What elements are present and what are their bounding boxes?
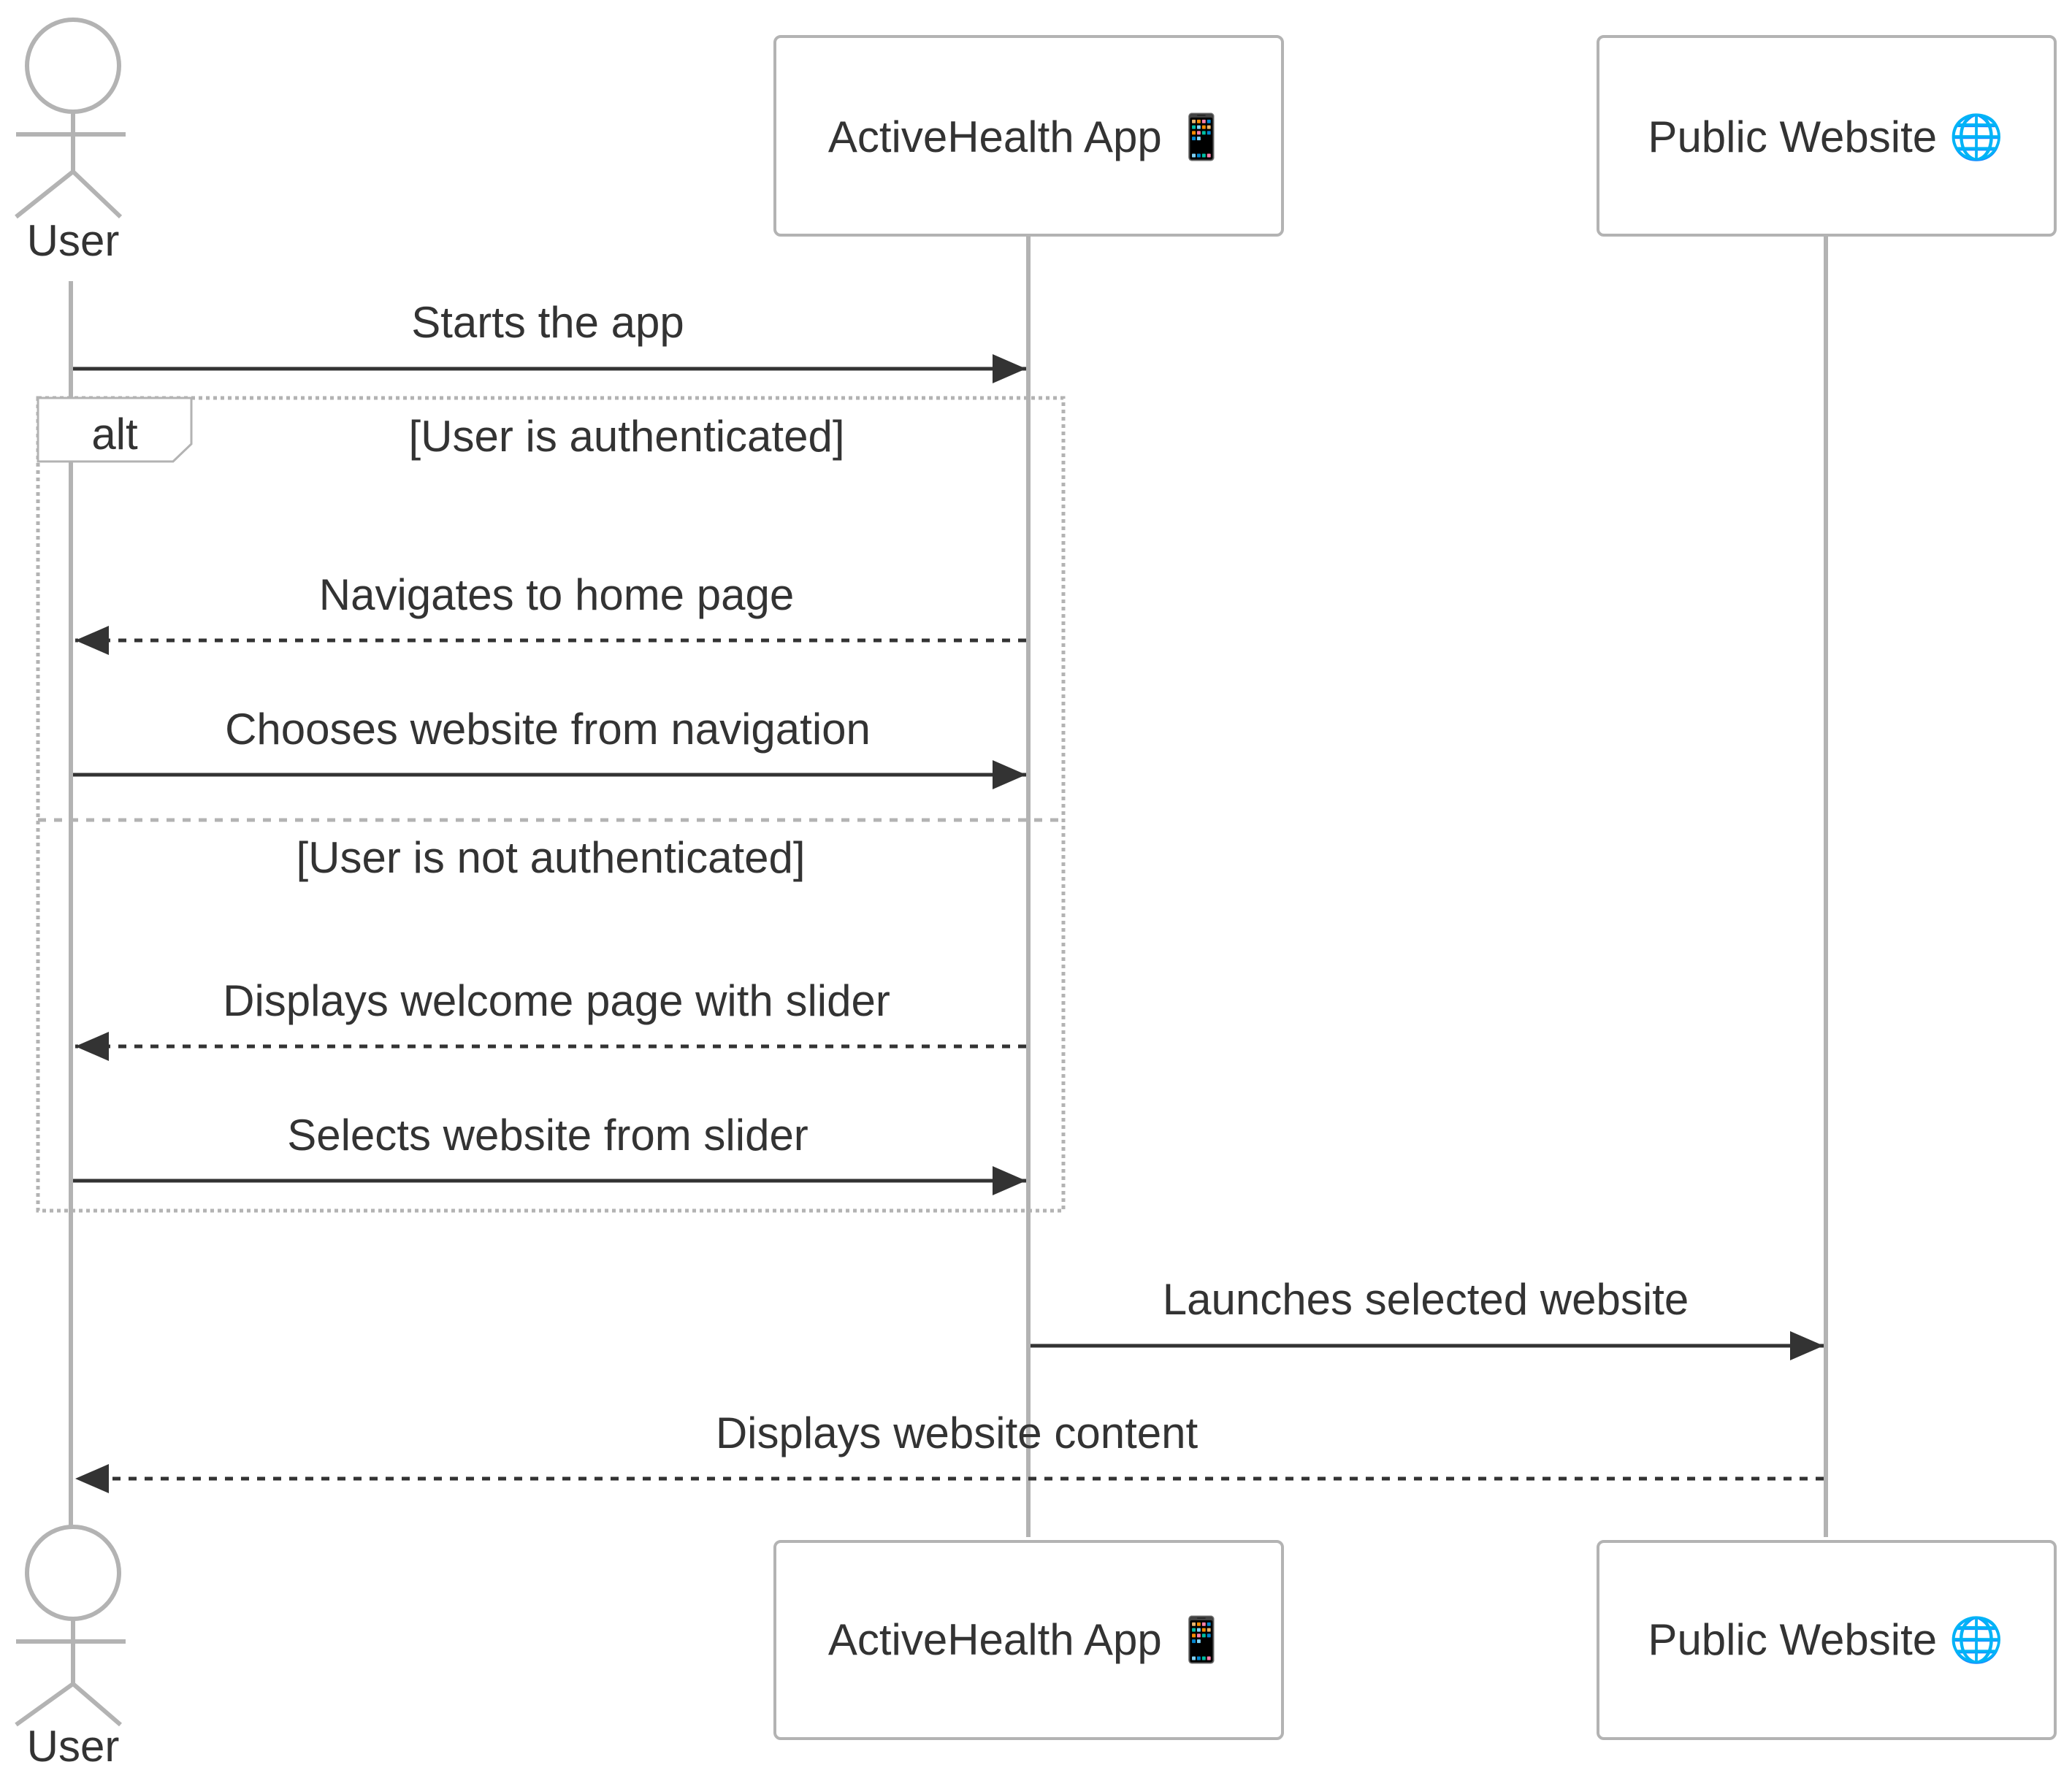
alt-fragment-tab: [37, 396, 193, 463]
user-actor-bottom: [15, 1525, 126, 1727]
globe-icon: 🌐: [1949, 1614, 2004, 1665]
alt-condition-not-authenticated: [User is not authenticated]: [296, 833, 805, 882]
message-launches-selected-website: Launches selected website: [1031, 1275, 1824, 1360]
app-name: ActiveHealth App: [828, 1615, 1162, 1664]
message-displays-website-content: Displays website content: [75, 1409, 1824, 1493]
message-label: Displays welcome page with slider: [223, 976, 890, 1025]
app-participant-label-top: ActiveHealth App 📱: [828, 112, 1228, 162]
user-label-bottom: User: [27, 1722, 120, 1770]
app-participant-box-top: [773, 35, 1284, 237]
message-label: Chooses website from navigation: [225, 705, 871, 754]
message-label: Launches selected website: [1163, 1275, 1689, 1324]
message-label: Selects website from slider: [287, 1111, 808, 1160]
message-label: Starts the app: [411, 298, 684, 347]
message-navigates-to-home-page: Navigates to home page: [75, 570, 1026, 655]
message-chooses-website-from-navigation: Chooses website from navigation: [73, 705, 1026, 789]
web-participant-box-bottom: [1597, 1540, 2057, 1740]
mobile-phone-icon: 📱: [1174, 1614, 1228, 1665]
web-participant-box-top: [1597, 35, 2057, 237]
user-label-top: User: [27, 216, 120, 265]
mobile-phone-icon: 📱: [1174, 112, 1228, 162]
web-participant-label-bottom: Public Website 🌐: [1648, 1614, 2003, 1665]
message-starts-the-app: Starts the app: [73, 298, 1026, 383]
app-participant-box-bottom: [773, 1540, 1284, 1740]
web-name: Public Website: [1648, 1615, 1937, 1664]
web-participant-label-top: Public Website 🌐: [1648, 112, 2003, 162]
alt-fragment: [36, 396, 1066, 1213]
message-label: Navigates to home page: [319, 570, 794, 619]
message-selects-website-from-slider: Selects website from slider: [73, 1111, 1026, 1195]
message-displays-welcome-page-with-slider: Displays welcome page with slider: [75, 976, 1026, 1061]
globe-icon: 🌐: [1949, 112, 2004, 162]
user-actor-top: [15, 18, 126, 219]
alt-condition-authenticated: [User is authenticated]: [409, 412, 845, 461]
app-participant-label-bottom: ActiveHealth App 📱: [828, 1614, 1228, 1665]
web-name: Public Website: [1648, 112, 1937, 161]
app-name: ActiveHealth App: [828, 112, 1162, 161]
message-label: Displays website content: [716, 1409, 1199, 1457]
alt-fragment-label: alt: [91, 410, 138, 459]
